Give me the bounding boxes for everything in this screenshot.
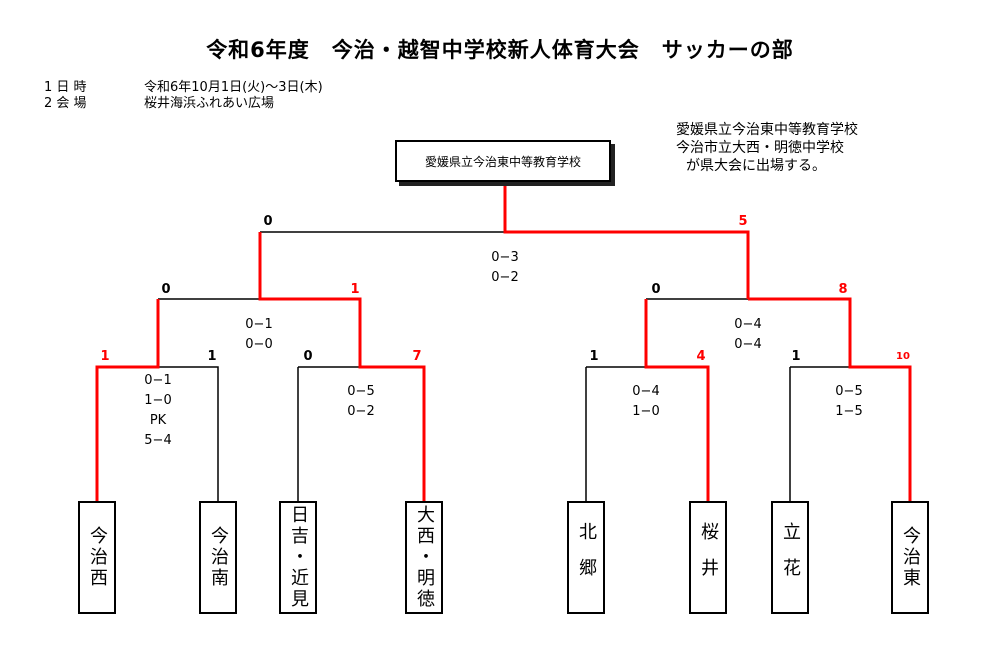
result-sf1: 0−1 0−0 xyxy=(229,315,289,355)
score-r1-m4-right: 10 xyxy=(896,351,910,362)
team-box-onishi-meitoku: 大西・明徳 xyxy=(405,501,443,614)
team-name: 今治南 xyxy=(208,526,229,589)
team-name: 今治西 xyxy=(87,526,108,589)
winner-path xyxy=(644,299,710,501)
result-line: 1−5 xyxy=(835,404,863,419)
result-line: 1−0 xyxy=(144,393,172,408)
result-line: 0−5 xyxy=(835,384,863,399)
result-r1-m4: 0−5 1−5 xyxy=(819,382,879,422)
score-r1-m3-left: 1 xyxy=(589,349,599,364)
team-box-tachibana: 立花 xyxy=(771,501,809,614)
result-line: 0−1 xyxy=(245,317,273,332)
date-value: 令和6年10月1日(火)～3日(木) xyxy=(144,80,323,95)
score-r1-m1-left: 1 xyxy=(100,349,110,364)
date-label: 1 日 時 xyxy=(44,80,87,95)
team-box-imabari-nishi: 今治西 xyxy=(78,501,116,614)
note-line-2: 今治市立大西・明徳中学校 xyxy=(676,140,844,156)
score-r1-m2-right: 7 xyxy=(412,349,422,364)
team-name: 立花 xyxy=(780,521,801,594)
team-box-hiyoshi-chikami: 日吉・近見 xyxy=(279,501,317,614)
result-line: 0−3 xyxy=(491,250,519,265)
score-sf1-right: 1 xyxy=(350,282,360,297)
result-r1-m2: 0−5 0−2 xyxy=(331,382,391,422)
result-line: 0−2 xyxy=(491,270,519,285)
winner-path xyxy=(503,182,750,299)
result-line: 0−0 xyxy=(245,337,273,352)
result-r1-m3: 0−4 1−0 xyxy=(616,382,676,422)
team-name: 今治東 xyxy=(900,526,921,589)
team-name: 桜井 xyxy=(698,521,719,594)
score-r1-m4-left: 1 xyxy=(791,349,801,364)
team-box-hokugo: 北郷 xyxy=(567,501,605,614)
score-final-right: 5 xyxy=(738,214,748,229)
result-r1-m1: 0−1 1−0 PK 5−4 xyxy=(128,371,188,451)
result-sf2: 0−4 0−4 xyxy=(718,315,778,355)
result-line: PK xyxy=(149,413,167,428)
result-line: 0−4 xyxy=(734,317,762,332)
score-sf2-right: 8 xyxy=(838,282,848,297)
team-box-imabari-minami: 今治南 xyxy=(199,501,237,614)
result-line: 0−4 xyxy=(734,337,762,352)
team-box-sakurai: 桜井 xyxy=(689,501,727,614)
result-line: 5−4 xyxy=(144,433,172,448)
team-name: 日吉・近見 xyxy=(288,505,309,610)
score-final-left: 0 xyxy=(263,214,273,229)
venue-label: 2 会 場 xyxy=(44,96,87,111)
result-line: 0−4 xyxy=(632,384,660,399)
qualification-note: 愛媛県立今治東中等教育学校 今治市立大西・明徳中学校 が県大会に出場する。 xyxy=(676,121,858,175)
note-line-1: 愛媛県立今治東中等教育学校 xyxy=(676,122,858,138)
result-line: 0−1 xyxy=(144,373,172,388)
team-box-imabari-higashi: 今治東 xyxy=(891,501,929,614)
venue-value: 桜井海浜ふれあい広場 xyxy=(144,96,275,111)
score-sf1-left: 0 xyxy=(161,282,171,297)
champion-box: 愛媛県立今治東中等教育学校 xyxy=(395,140,611,182)
page-title: 令和6年度 今治・越智中学校新人体育大会 サッカーの部 xyxy=(206,38,794,62)
winner-path xyxy=(258,232,426,501)
team-name: 北郷 xyxy=(576,521,597,594)
score-sf2-left: 0 xyxy=(651,282,661,297)
result-final: 0−3 0−2 xyxy=(475,248,535,288)
score-r1-m2-left: 0 xyxy=(303,349,313,364)
team-name: 大西・明徳 xyxy=(414,505,435,610)
bracket-line xyxy=(158,366,219,501)
winner-path xyxy=(95,299,160,501)
result-line: 1−0 xyxy=(632,404,660,419)
result-line: 0−2 xyxy=(347,404,375,419)
note-line-3: が県大会に出場する。 xyxy=(686,158,826,174)
result-line: 0−5 xyxy=(347,384,375,399)
score-r1-m1-right: 1 xyxy=(207,349,217,364)
winner-path xyxy=(748,297,912,501)
score-r1-m3-right: 4 xyxy=(696,349,706,364)
